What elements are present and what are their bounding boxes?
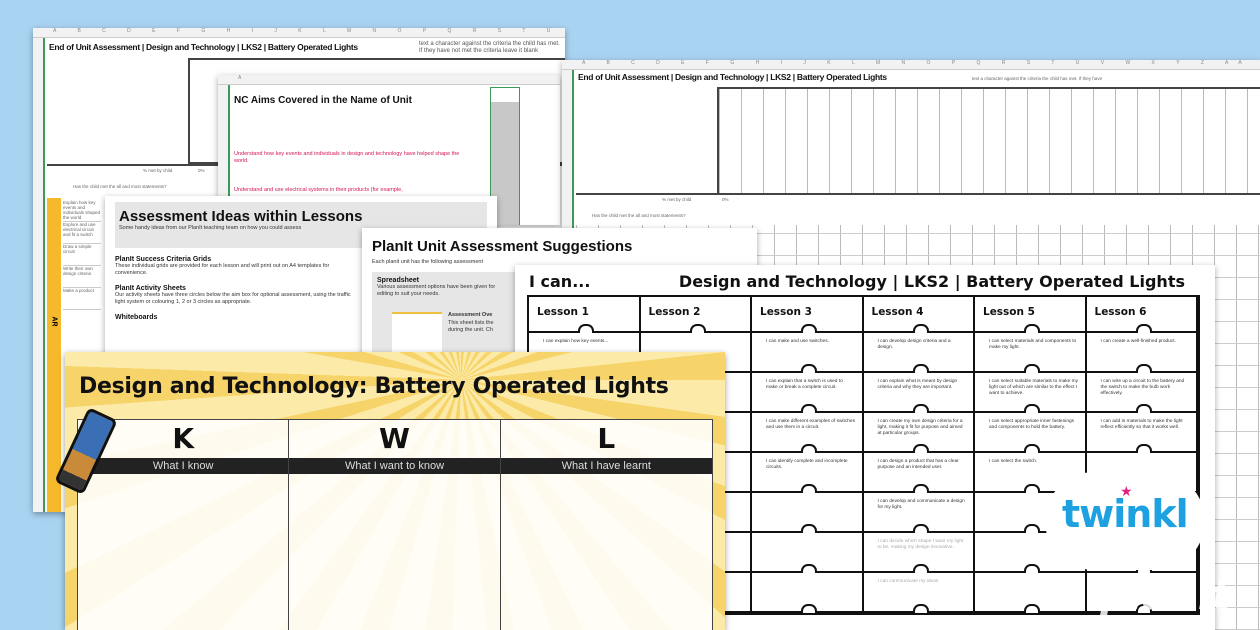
doc-title: PlanIt Unit Assessment Suggestions (372, 238, 633, 255)
lesson-header: Lesson 2 (640, 297, 752, 333)
i-can-statement: I can create a well-finished product. (1086, 333, 1198, 373)
row-header (218, 85, 230, 225)
i-can-title: I can... (529, 272, 591, 291)
doc-title: Assessment Ideas within Lessons (119, 208, 363, 225)
criteria-row: Explain how key events and individuals s… (63, 200, 101, 222)
i-can-statement (752, 493, 864, 533)
box-text: Various assessment options have been giv… (377, 284, 496, 297)
i-can-statement: I can wire up a circuit to the battery a… (1086, 373, 1198, 413)
section-heading: PlanIt Activity Sheets (115, 285, 186, 292)
divider (576, 193, 1260, 195)
criteria-rows: Explain how key events and individuals s… (63, 200, 101, 310)
i-can-statement: I can make different examples of switche… (752, 413, 864, 453)
section-heading: Whiteboards (115, 314, 158, 321)
section-heading: PlanIt Success Criteria Grids (115, 256, 212, 263)
sheet-title: End of Unit Assessment | Design and Tech… (49, 42, 358, 52)
criteria-row: Explore and use electrical circuit and f… (63, 222, 101, 244)
lesson-header: Lesson 6 (1086, 297, 1198, 333)
kwl-caption: What I know (78, 458, 289, 474)
column-header: A B C D E F G H I J K L M N O P Q R S T … (562, 60, 1260, 70)
i-can-statement: I can select materials and components to… (975, 333, 1087, 373)
nc-aim: Understand and use electrical systems in… (234, 187, 403, 193)
twinkl-cloud (1045, 472, 1205, 570)
unit-title: Design and Technology | LKS2 | Battery O… (678, 272, 1185, 291)
sub-heading: Assessment Ove (448, 312, 493, 318)
spreadsheet-thumbnail (392, 312, 442, 352)
star-icon: ★ (1120, 483, 1133, 499)
instruction-text: text a character against the criteria th… (418, 40, 563, 56)
i-can-statement (752, 573, 864, 613)
criteria-row: Draw a simple circuit (63, 244, 101, 266)
kwl-title: Design and Technology: Battery Operated … (79, 374, 669, 399)
i-can-statement: I can communicate my ideas (863, 573, 975, 613)
i-can-statement: I can develop and communicate a design f… (863, 493, 975, 533)
i-can-statement: I can create my own design criteria for … (863, 413, 975, 453)
row-header (33, 38, 45, 512)
side-band: AR (47, 198, 61, 512)
twinkl-logo: twinkl (1062, 492, 1189, 536)
criteria-row: Make a product (63, 288, 101, 310)
i-can-statement: I can develop design criteria and a desi… (863, 333, 975, 373)
sheet-title: End of Unit Assessment | Design and Tech… (578, 72, 887, 82)
criteria-header-grid (717, 87, 1260, 193)
i-can-statement: I can decide which shape I want my light… (863, 533, 975, 573)
kwl-letter: W (379, 422, 410, 455)
lesson-header: Lesson 4 (863, 297, 975, 333)
box-heading: Spreadsheet (377, 277, 420, 284)
i-can-statement: I can select suitable materials to make … (975, 373, 1087, 413)
i-can-statement: I can design a product that has a clear … (863, 453, 975, 493)
doc-intro: Some handy ideas from our PlanIt teachin… (119, 225, 302, 231)
section-text: These individual grids are provided for … (115, 263, 330, 276)
i-can-statement: I can explain that a switch is used to m… (752, 373, 864, 413)
i-can-statement: I can make and use switches. (752, 333, 864, 373)
lesson-header: Lesson 5 (975, 297, 1087, 333)
kwl-letter: L (597, 422, 616, 455)
i-can-statement: I can identify complete and incomplete c… (752, 453, 864, 493)
kwl-table: K What I know W What I want to know L Wh… (77, 419, 713, 630)
question-text: Has the child met the all and most state… (73, 184, 167, 189)
instruction-text: text a character against the criteria th… (972, 76, 1103, 81)
section-text: Our activity sheets have three circles b… (115, 292, 351, 305)
i-can-statement (1086, 573, 1198, 613)
side-tag: AR (50, 316, 58, 327)
pct-value: 0% (198, 168, 205, 173)
i-can-statement (975, 573, 1087, 613)
criteria-row: Write their own design criteria (63, 266, 101, 288)
kwl-letter: K (172, 422, 195, 455)
kwl-column-want: W What I want to know (289, 420, 501, 630)
i-can-statement (752, 533, 864, 573)
lesson-header: Lesson 1 (529, 297, 641, 333)
kwl-column-know: K What I know (78, 420, 290, 630)
kwl-caption: What I want to know (289, 458, 500, 474)
i-can-statement: I can select appropriate inner fastening… (975, 413, 1087, 453)
nc-aims-title: NC Aims Covered in the Name of Unit (234, 95, 412, 106)
nc-aim: Understand how key events and individual… (234, 151, 460, 164)
i-can-statement: I can add in materials to make the light… (1086, 413, 1198, 453)
kwl-column-learnt: L What I have learnt (500, 420, 712, 630)
planit-logo: planit (1100, 573, 1231, 619)
column-header: A (218, 75, 560, 85)
kwl-sheet: Design and Technology: Battery Operated … (65, 352, 725, 630)
kwl-caption: What I have learnt (500, 458, 712, 474)
question-text: Has the child met the all and most state… (592, 213, 686, 218)
pct-label: % met by child (143, 168, 173, 173)
sub-text: This sheet lists the during the unit. Ch (448, 320, 494, 333)
column-header: A B C D E F G H I J K L M N O P Q R S T … (33, 28, 565, 38)
pct-value: 0% (722, 197, 729, 202)
doc-intro: Each planit unit has the following asses… (372, 259, 483, 265)
i-can-statement: I can explain what is meant by design cr… (863, 373, 975, 413)
pct-label: % met by child (662, 197, 692, 202)
lesson-header: Lesson 3 (752, 297, 864, 333)
